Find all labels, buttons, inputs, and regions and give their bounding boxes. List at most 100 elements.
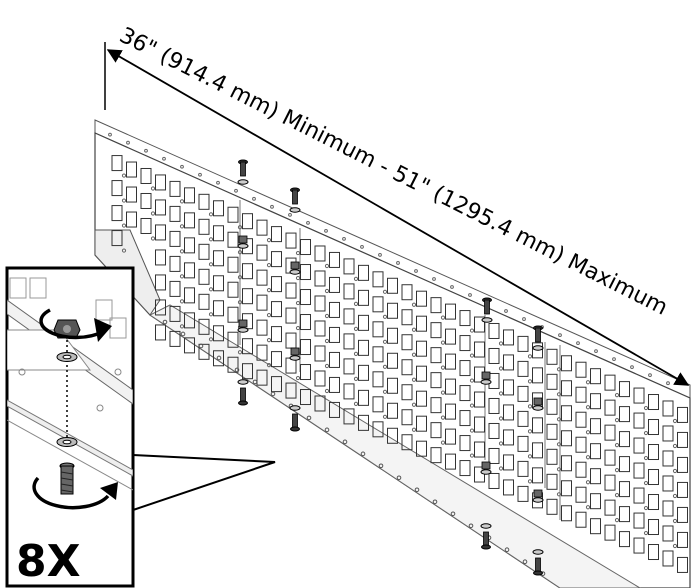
panel-slot xyxy=(561,430,572,447)
panel-slot xyxy=(401,434,413,451)
panel-hole xyxy=(585,480,591,485)
panel-hole xyxy=(614,493,620,498)
flange-hole xyxy=(414,487,420,493)
flange-hole xyxy=(378,463,384,469)
panel-slot xyxy=(546,498,558,515)
panel-slot xyxy=(633,462,645,479)
bolt-icon xyxy=(481,531,491,550)
panel-slot xyxy=(590,493,601,510)
panel-slot xyxy=(474,441,485,458)
nut-icon xyxy=(533,489,543,498)
panel-slot xyxy=(445,453,456,470)
panel-slot xyxy=(619,431,630,448)
panel-slot xyxy=(590,443,601,460)
tray-panel xyxy=(94,119,691,588)
flange-hole xyxy=(522,559,528,564)
washer-icon xyxy=(56,437,78,447)
panel-slot xyxy=(561,480,572,497)
flange-hole xyxy=(396,475,402,481)
bolt-icon xyxy=(59,462,75,495)
washer-icon xyxy=(480,379,492,385)
panel-slot xyxy=(648,469,659,486)
panel-hole xyxy=(353,401,359,406)
panel-slot xyxy=(619,406,630,423)
panel-slot xyxy=(517,385,529,402)
bolt-icon xyxy=(290,413,300,432)
panel-slot xyxy=(532,442,543,459)
panel-slot xyxy=(474,416,485,433)
panel-slot xyxy=(619,456,630,473)
panel-hole xyxy=(556,492,562,497)
panel-slot xyxy=(677,406,688,423)
panel-hole xyxy=(382,414,388,419)
panel-slot xyxy=(662,450,674,467)
nut-icon xyxy=(481,371,491,380)
bolt-icon xyxy=(238,159,248,177)
flange-hole xyxy=(270,391,276,397)
panel-slot xyxy=(575,461,587,478)
panel-slot xyxy=(517,460,529,477)
panel-slot xyxy=(387,427,398,444)
panel-hole xyxy=(556,392,562,397)
panel-slot xyxy=(416,440,427,457)
washer-icon xyxy=(532,549,544,555)
nut-icon xyxy=(481,461,491,470)
nut-icon xyxy=(290,347,300,356)
panel-slot xyxy=(677,431,688,448)
panel-slot xyxy=(662,550,674,567)
panel-hole xyxy=(614,518,620,523)
panel-slot xyxy=(532,417,543,434)
bolt-icon xyxy=(290,187,300,205)
washer-icon xyxy=(480,523,492,529)
panel-hole xyxy=(498,391,504,396)
panel-slot xyxy=(546,448,558,465)
panel-slot xyxy=(633,437,645,454)
panel-hole xyxy=(614,468,620,473)
panel-slot xyxy=(590,518,601,535)
panel-hole xyxy=(614,443,620,448)
washer-icon xyxy=(532,345,544,351)
panel-slot xyxy=(488,397,500,414)
panel-slot xyxy=(503,454,514,471)
flange-hole xyxy=(468,523,474,529)
panel-slot xyxy=(677,481,688,498)
panel-hole xyxy=(382,389,388,394)
panel-hole xyxy=(527,404,533,409)
panel-hole xyxy=(469,428,475,433)
panel-slot xyxy=(575,411,587,428)
panel-hole xyxy=(440,415,446,420)
panel-slot xyxy=(503,404,514,421)
panel-slot xyxy=(633,387,645,404)
panel-hole xyxy=(411,427,417,432)
washer-icon xyxy=(532,497,544,503)
washer-icon xyxy=(237,179,249,185)
panel-hole xyxy=(643,480,649,486)
panel-hole xyxy=(527,479,533,484)
panel-slot xyxy=(648,494,659,511)
panel-slot xyxy=(401,409,413,426)
washer-icon xyxy=(289,207,301,213)
panel-slot xyxy=(329,401,340,418)
panel-slot xyxy=(358,389,369,406)
nut-icon xyxy=(533,397,543,406)
quantity-label: 8X xyxy=(16,536,81,587)
panel-slot xyxy=(416,390,427,407)
panel-slot xyxy=(648,544,659,561)
panel-slot xyxy=(677,556,688,573)
panel-slot xyxy=(416,415,427,432)
panel-slot xyxy=(561,455,572,472)
panel-slot xyxy=(604,499,616,516)
panel-slot xyxy=(372,421,384,438)
panel-slot xyxy=(459,435,471,452)
panel-hole xyxy=(672,493,678,499)
washer-icon xyxy=(289,405,301,411)
panel-hole xyxy=(469,403,475,408)
panel-slot xyxy=(546,473,558,490)
panel-slot xyxy=(561,505,572,522)
callout-leader xyxy=(132,454,276,511)
washer-icon xyxy=(56,352,78,362)
nut-icon xyxy=(290,261,300,270)
panel-hole xyxy=(643,430,649,436)
panel-slot xyxy=(648,419,659,436)
